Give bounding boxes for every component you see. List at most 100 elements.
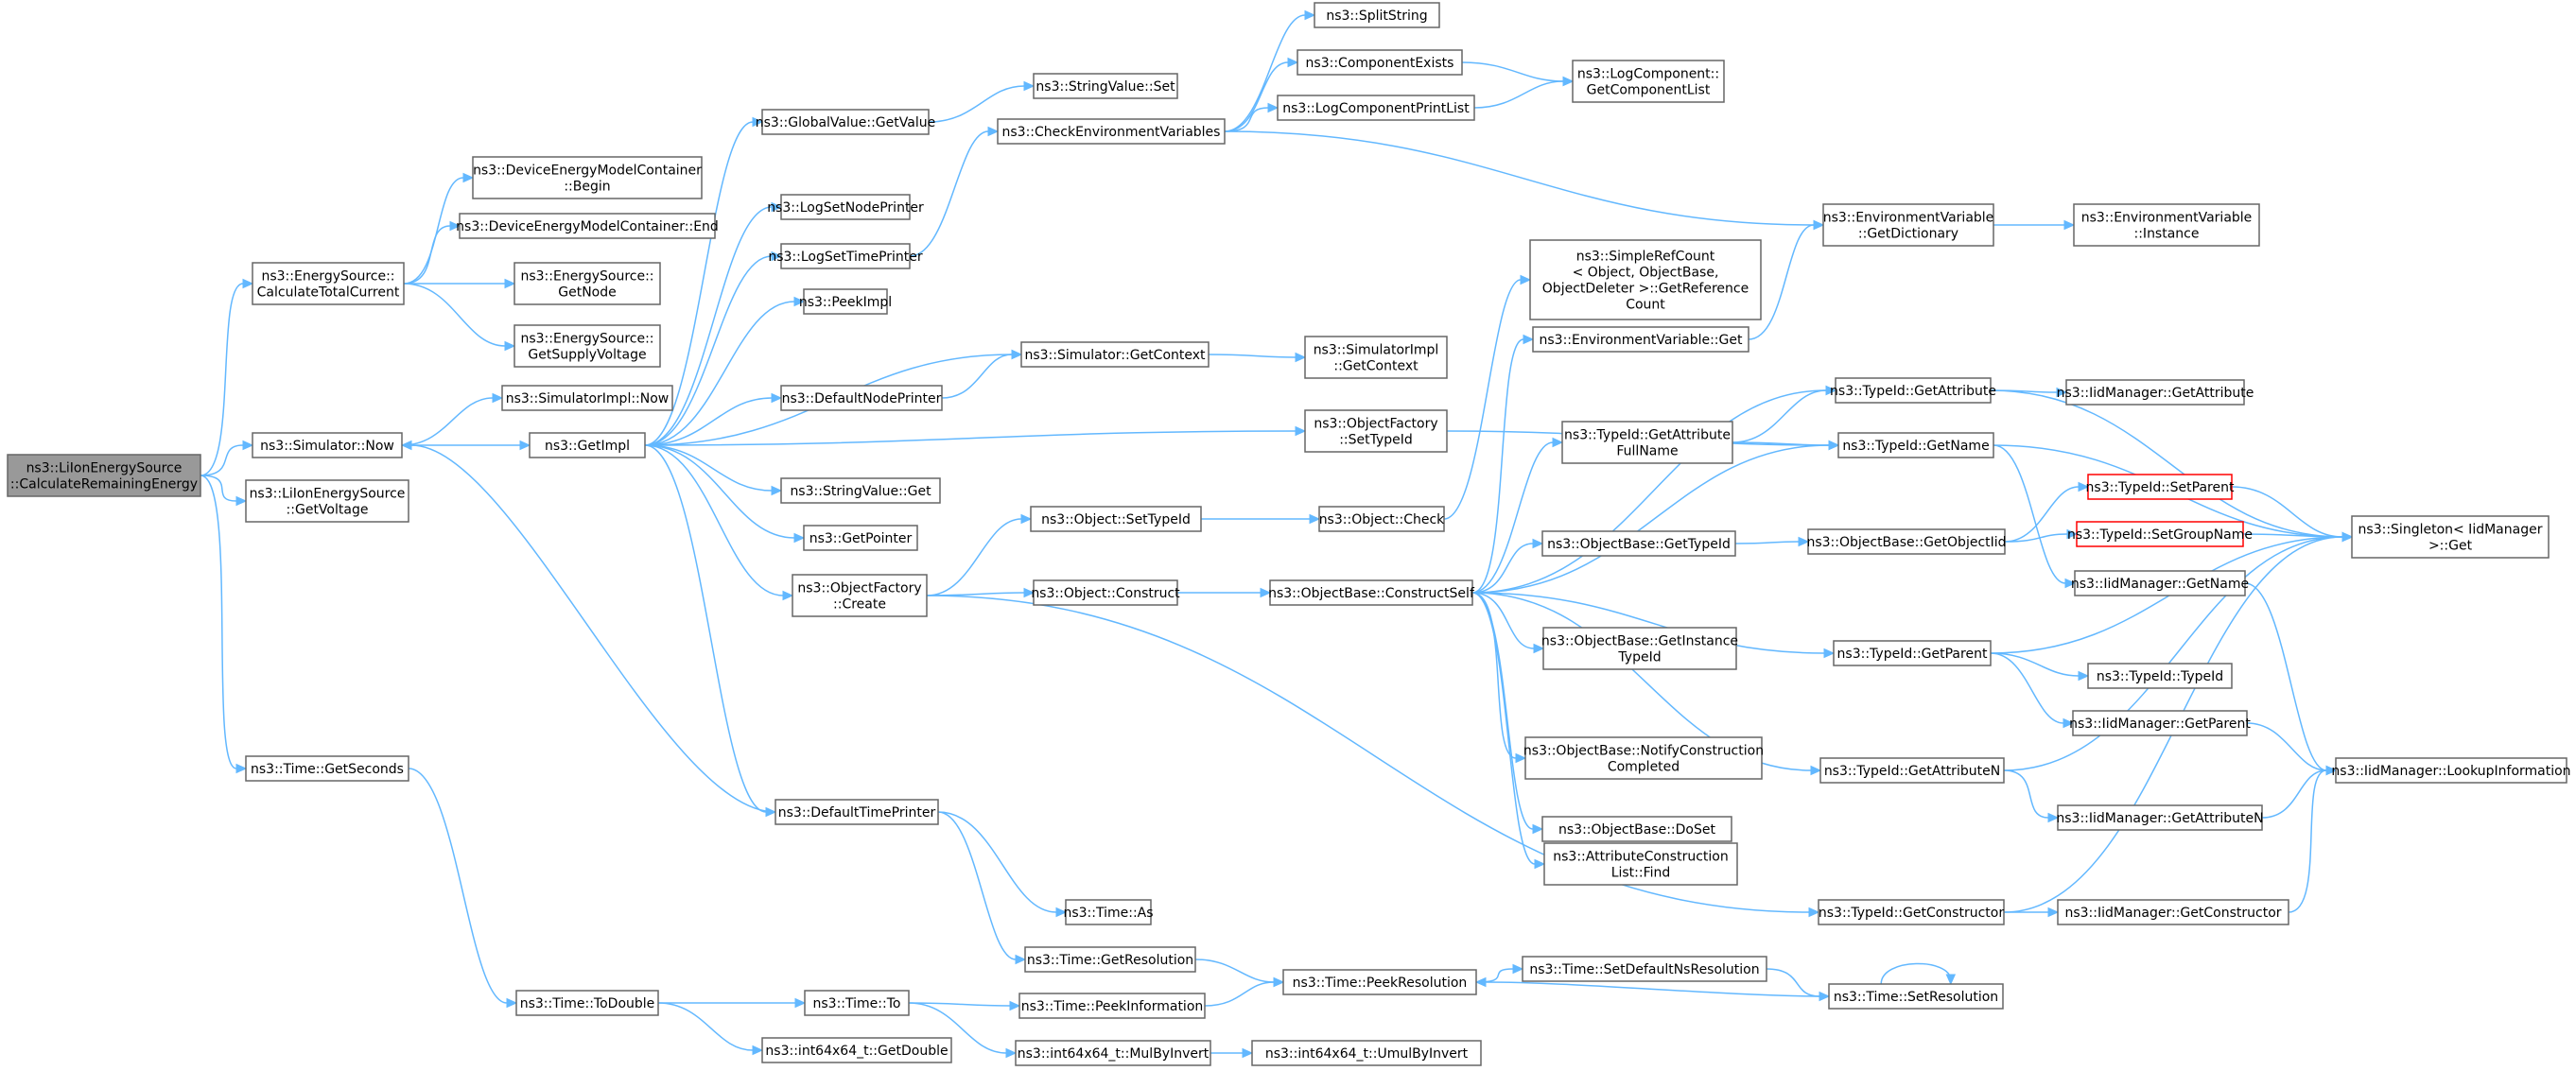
- node-box: [1304, 336, 1448, 379]
- node-box: [1541, 816, 1732, 842]
- function-node[interactable]: ns3::EnergySource::GetSupplyVoltage: [513, 324, 661, 368]
- function-node[interactable]: ns3::EnvironmentVariable::Get: [1532, 326, 1749, 353]
- function-node[interactable]: ns3::ComponentExists: [1297, 49, 1463, 76]
- edge-arrowhead: [2047, 812, 2060, 823]
- function-node[interactable]: ns3::Time::ToDouble: [515, 990, 659, 1016]
- edge-path: [1471, 338, 1524, 594]
- function-node[interactable]: ns3::IidManager::GetName: [2071, 570, 2249, 596]
- function-node[interactable]: ns3::Object::SetTypeId: [1030, 506, 1202, 532]
- node-box: [1572, 60, 1725, 103]
- node-label: ns3::LogComponentPrintList: [1282, 101, 1470, 116]
- function-node[interactable]: ns3::CheckEnvironmentVariables: [997, 118, 1226, 145]
- function-node[interactable]: ns3::Time::SetResolution: [1828, 983, 2004, 1010]
- root-function-node[interactable]: ns3::LiIonEnergySource::CalculateRemaini…: [7, 454, 201, 497]
- edge-path: [644, 430, 1297, 446]
- function-node[interactable]: ns3::EnvironmentVariable::Instance: [2073, 203, 2260, 247]
- function-node[interactable]: ns3::StringValue::Get: [780, 477, 941, 504]
- function-node[interactable]: ns3::TypeId::GetAttributeN: [1819, 757, 2005, 784]
- function-node[interactable]: ns3::GetImpl: [529, 432, 646, 458]
- function-node[interactable]: ns3::ObjectBase::GetTypeId: [1541, 530, 1736, 557]
- function-node[interactable]: ns3::ObjectBase::DoSet: [1541, 816, 1732, 842]
- edge-path: [1471, 592, 1536, 865]
- function-node[interactable]: ns3::int64x64_t::MulByInvert: [1015, 1040, 1211, 1066]
- function-node[interactable]: ns3::SimpleRefCount< Object, ObjectBase,…: [1529, 239, 1762, 320]
- function-node[interactable]: ns3::int64x64_t::UmulByInvert: [1251, 1040, 1482, 1066]
- function-node[interactable]: ns3::Time::PeekInformation: [1018, 993, 1206, 1019]
- function-node[interactable]: ns3::SimulatorImpl::Now: [501, 385, 673, 411]
- function-node[interactable]: ns3::LogComponentPrintList: [1277, 95, 1475, 121]
- function-node[interactable]: ns3::Time::GetSeconds: [245, 755, 409, 782]
- function-node[interactable]: ns3::EnvironmentVariable::GetDictionary: [1822, 203, 1994, 247]
- node-box: [1807, 528, 2006, 555]
- function-node[interactable]: ns3::Time::As: [1063, 899, 1154, 925]
- function-node[interactable]: ns3::TypeId::GetName: [1837, 432, 1994, 458]
- function-node[interactable]: ns3::GlobalValue::GetValue: [756, 109, 935, 135]
- edge-path: [644, 255, 773, 446]
- function-node[interactable]: ns3::ObjectBase::NotifyConstructionCompl…: [1523, 736, 1764, 780]
- edge-path: [2261, 769, 2327, 819]
- function-node[interactable]: ns3::LogSetNodePrinter: [767, 194, 924, 220]
- call-edge: [644, 444, 806, 544]
- function-node[interactable]: ns3::Singleton< IidManager>::Get: [2351, 515, 2550, 559]
- function-node[interactable]: ns3::Object::Check: [1318, 506, 1445, 532]
- function-node[interactable]: ns3::EnergySource::CalculateTotalCurrent: [252, 262, 405, 305]
- edge-path: [1461, 61, 1564, 82]
- function-node[interactable]: ns3::Time::GetResolution: [1024, 946, 1196, 973]
- function-node[interactable]: ns3::Time::PeekResolution: [1282, 969, 1477, 995]
- function-node[interactable]: ns3::LogSetTimePrinter: [768, 243, 923, 269]
- function-node[interactable]: ns3::IidManager::GetConstructor: [2057, 899, 2289, 925]
- node-label: ::Instance: [2134, 227, 2200, 242]
- node-box: [1020, 341, 1210, 368]
- function-node[interactable]: ns3::ObjectBase::GetObjectIid: [1806, 528, 2007, 555]
- function-node[interactable]: ns3::TypeId::TypeId: [2087, 663, 2233, 689]
- function-node[interactable]: ns3::IidManager::LookupInformation: [2331, 757, 2571, 784]
- function-node[interactable]: ns3::TypeId::GetAttribute: [1830, 377, 1996, 404]
- function-node[interactable]: ns3::PeekImpl: [799, 288, 892, 315]
- function-node[interactable]: ns3::Simulator::GetContext: [1020, 341, 1210, 368]
- function-node[interactable]: ns3::TypeId::GetConstructor: [1818, 899, 2005, 925]
- call-edge: [2261, 765, 2338, 819]
- call-edge: [1471, 437, 1564, 594]
- function-node[interactable]: ns3::Simulator::Now: [252, 432, 403, 458]
- function-node[interactable]: ns3::DefaultTimePrinter: [775, 799, 939, 825]
- edge-path: [1208, 354, 1297, 358]
- function-node[interactable]: ns3::SimulatorImpl::GetContext: [1304, 336, 1448, 379]
- function-node[interactable]: ns3::GetPointer: [803, 525, 918, 551]
- edge-arrowhead: [782, 590, 794, 601]
- function-node[interactable]: ns3::Time::To: [804, 990, 910, 1016]
- node-label: ::CalculateRemainingEnergy: [10, 477, 198, 492]
- call-edge: [1224, 9, 1316, 132]
- function-node[interactable]: ns3::IidManager::GetParent: [2069, 710, 2251, 736]
- function-node[interactable]: ns3::Time::SetDefaultNsResolution: [1522, 956, 1767, 982]
- call-edge: [1224, 130, 1825, 231]
- node-box: [1529, 239, 1762, 320]
- function-node[interactable]: ns3::DeviceEnergyModelContainer::Begin: [472, 156, 703, 199]
- function-node[interactable]: ns3::DeviceEnergyModelContainer::End: [456, 213, 719, 239]
- function-node[interactable]: ns3::TypeId::SetParent: [2086, 474, 2235, 500]
- function-node[interactable]: ns3::ObjectFactory::Create: [792, 574, 928, 617]
- function-node[interactable]: ns3::IidManager::GetAttribute: [2057, 379, 2254, 406]
- node-label: ns3::Object::Check: [1319, 512, 1445, 527]
- function-node[interactable]: ns3::StringValue::Set: [1033, 73, 1178, 99]
- edge-arrowhead: [400, 440, 412, 451]
- function-node[interactable]: ns3::TypeId::GetParent: [1833, 640, 1992, 666]
- function-node[interactable]: ns3::int64x64_t::GetDouble: [761, 1037, 952, 1063]
- function-node[interactable]: ns3::IidManager::GetAttributeN: [2056, 804, 2264, 831]
- function-node[interactable]: ns3::ObjectFactory::SetTypeId: [1304, 409, 1448, 453]
- function-node[interactable]: ns3::DefaultNodePrinter: [780, 385, 943, 411]
- function-node[interactable]: ns3::SplitString: [1314, 2, 1440, 28]
- call-edge: [926, 513, 1033, 596]
- node-label: ns3::TypeId::GetAttribute: [1564, 428, 1731, 443]
- function-node[interactable]: ns3::TypeId::SetGroupName: [2067, 521, 2253, 547]
- function-node[interactable]: ns3::Object::Construct: [1031, 579, 1180, 606]
- function-node[interactable]: ns3::ObjectBase::ConstructSelf: [1268, 579, 1475, 606]
- node-box: [804, 990, 910, 1016]
- function-node[interactable]: ns3::LogComponent::GetComponentList: [1572, 60, 1725, 103]
- function-node[interactable]: ns3::LiIonEnergySource::GetVoltage: [245, 479, 409, 523]
- node-box: [780, 194, 911, 220]
- edge-path: [401, 397, 494, 446]
- function-node[interactable]: ns3::EnergySource::GetNode: [513, 262, 661, 305]
